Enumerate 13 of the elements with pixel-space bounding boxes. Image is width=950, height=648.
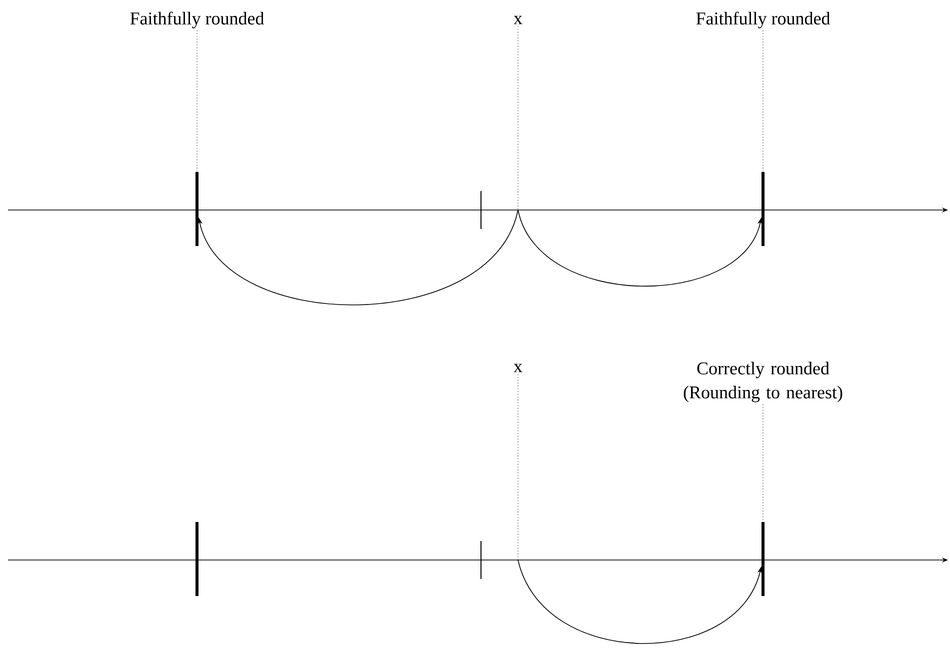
tick-mark <box>196 172 198 246</box>
tick-mark <box>196 522 198 596</box>
leader-line <box>196 30 198 172</box>
curved-arrow <box>198 210 518 306</box>
curved-arrow <box>518 560 762 644</box>
label: Faithfully rounded <box>130 12 264 28</box>
label: Correctly rounded (Rounding to nearest) <box>684 362 842 402</box>
leader-line <box>762 404 764 522</box>
leader-line <box>762 30 764 172</box>
label: x <box>514 16 522 24</box>
curved-arrow <box>518 210 762 286</box>
label: Faithfully rounded <box>696 12 830 28</box>
label: x <box>514 364 522 372</box>
